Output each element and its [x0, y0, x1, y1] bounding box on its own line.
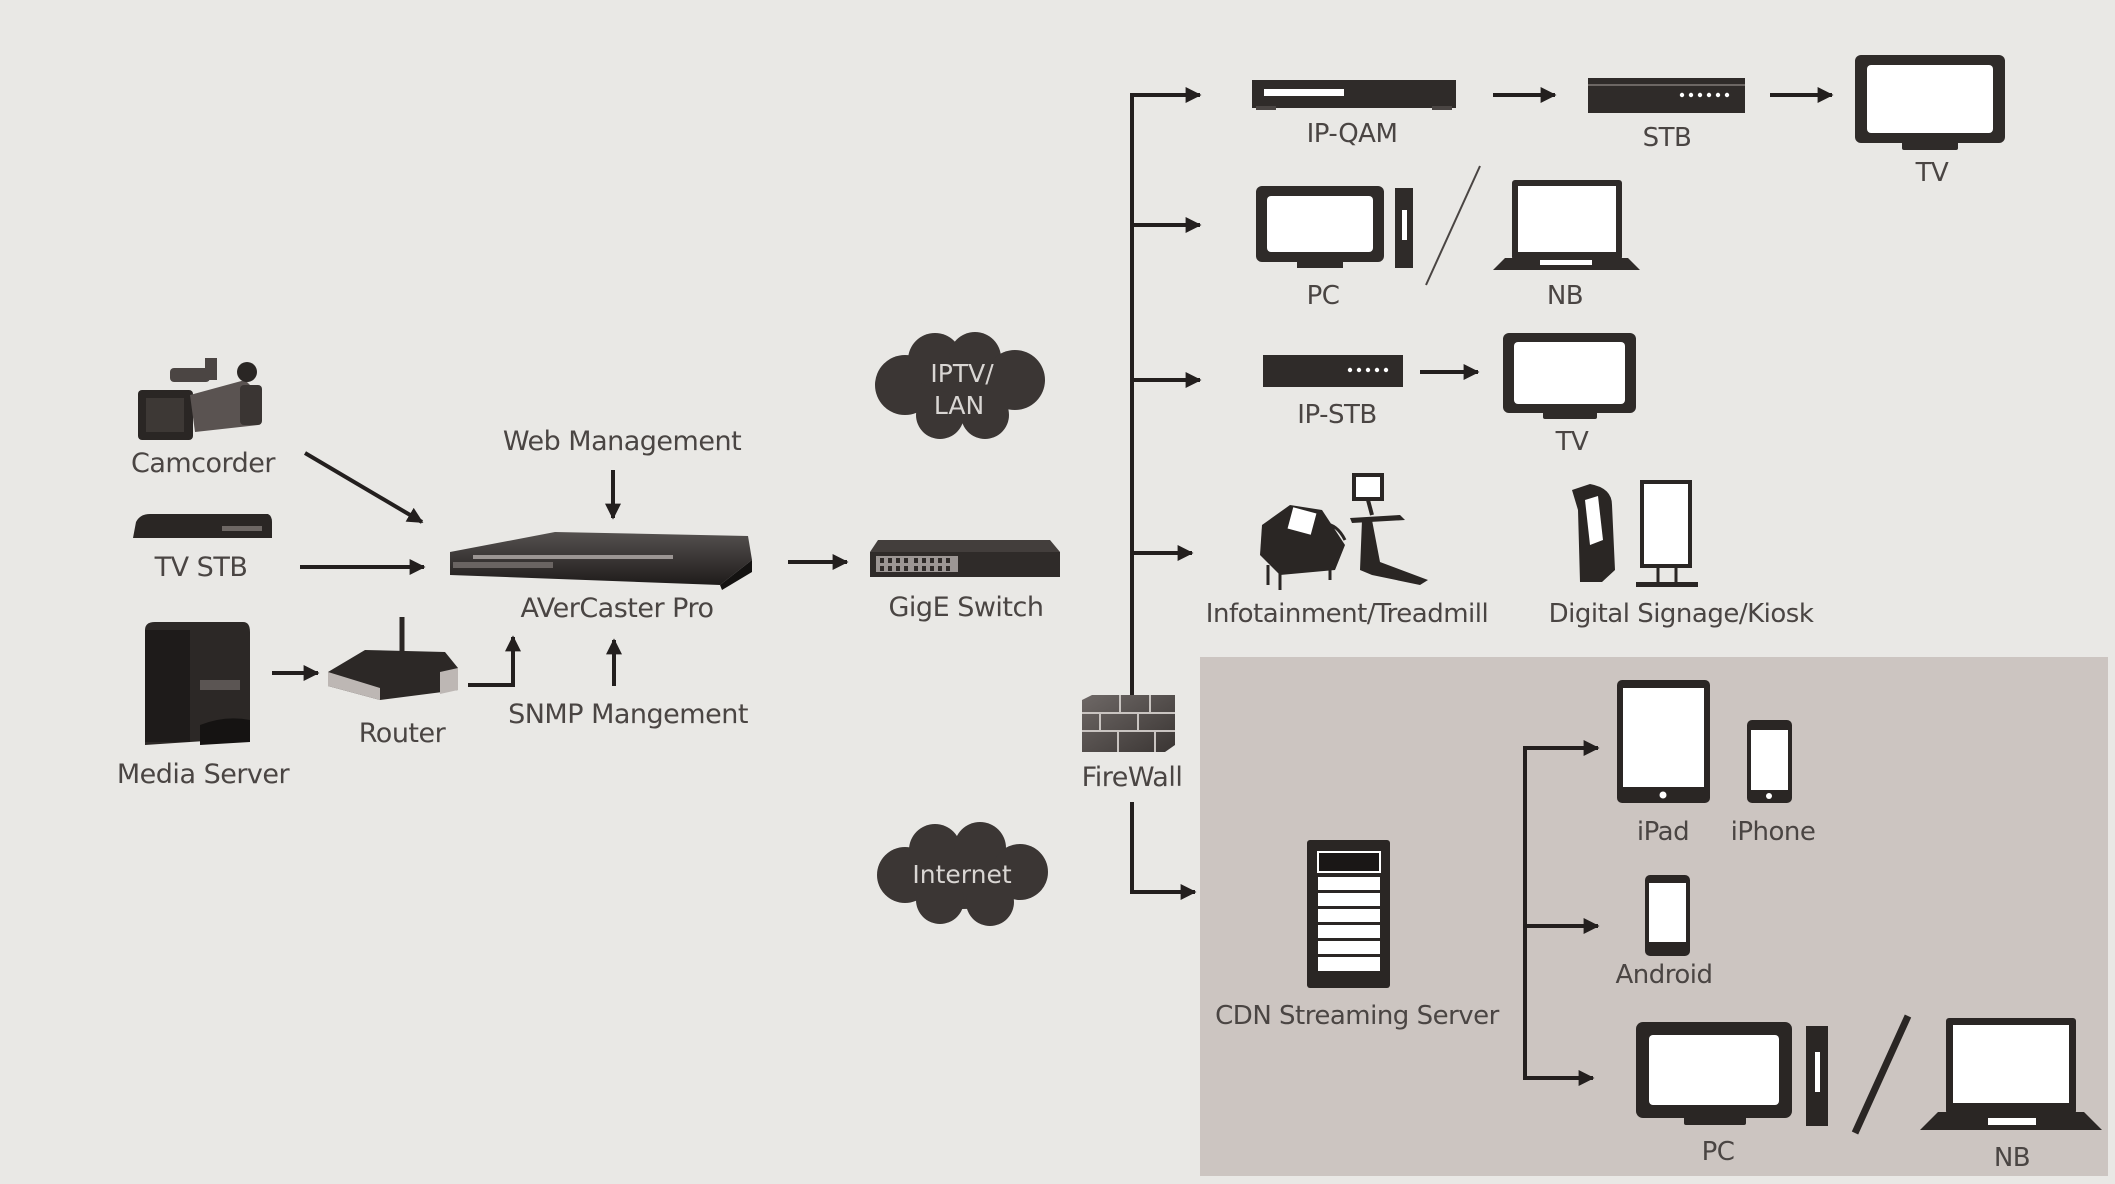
internet-label: Internet: [912, 860, 1011, 889]
stb-label: STB: [1643, 123, 1692, 153]
tv-stb: TV STB: [133, 514, 272, 583]
tv-icon: [1503, 333, 1636, 419]
tv-row1: TV: [1855, 55, 2005, 188]
tv-label: TV: [1915, 158, 1949, 188]
firewall-icon: [1082, 695, 1175, 752]
ip-stb: IP-STB: [1263, 355, 1403, 430]
avercaster-pro: AVerCaster Pro: [450, 532, 752, 624]
cloud-icon: [877, 822, 1048, 926]
pc-label: PC: [1307, 281, 1340, 311]
server-rack-icon: [1307, 840, 1390, 988]
hospital-bed-icon: [1260, 505, 1347, 590]
cloud-lan-label: LAN: [934, 391, 984, 420]
infotainment-treadmill: Infotainment/Treadmill: [1206, 473, 1489, 629]
avercaster-label: AVerCaster Pro: [520, 593, 713, 624]
pc-cdn: PC: [1636, 1022, 1828, 1167]
camcorder-icon: [138, 358, 262, 440]
network-switch-icon: [870, 540, 1060, 577]
media-server: Media Server: [117, 622, 291, 790]
gige-switch-label: GigE Switch: [889, 592, 1044, 623]
firewall-label: FireWall: [1082, 762, 1183, 793]
tv-label: TV: [1555, 427, 1589, 457]
pc-icon: [1256, 186, 1413, 268]
tv-icon: [1855, 55, 2005, 150]
signage-label: Digital Signage/Kiosk: [1549, 599, 1814, 629]
digital-signage-kiosk: Digital Signage/Kiosk: [1549, 480, 1814, 629]
cloud-iptv-label: IPTV/: [930, 359, 994, 388]
cdn-server-label: CDN Streaming Server: [1215, 1001, 1500, 1031]
treadmill-icon: [1350, 473, 1428, 585]
android: Android: [1615, 875, 1713, 990]
rack-encoder-icon: [450, 532, 752, 590]
cdn-streaming-server: CDN Streaming Server: [1215, 840, 1500, 1031]
router: Router: [328, 617, 458, 749]
separator-slash: [1851, 1014, 1912, 1135]
pc-label: PC: [1702, 1137, 1735, 1167]
firewall: FireWall: [1082, 695, 1183, 793]
tv-row3: TV: [1503, 333, 1636, 457]
iphone-label: iPhone: [1731, 817, 1816, 847]
nb-row2: NB: [1493, 180, 1640, 311]
cloud-icon: [875, 332, 1045, 439]
internet-cloud: Internet: [877, 822, 1048, 926]
media-server-icon: [145, 622, 250, 745]
nb-label: NB: [1994, 1143, 2030, 1173]
web-management-label: Web Management: [503, 426, 741, 457]
set-top-box-icon: [133, 514, 272, 538]
ip-qam-label: IP-QAM: [1307, 119, 1398, 149]
separator-slash: [1425, 165, 1481, 286]
camcorder-label: Camcorder: [131, 448, 276, 479]
arrow-router-to-encoder: [468, 635, 521, 687]
nb-label: NB: [1547, 281, 1583, 311]
android-phone-icon: [1645, 875, 1690, 956]
laptop-icon: [1920, 1018, 2102, 1130]
tablet-icon: [1617, 680, 1710, 803]
kiosk-icon: [1572, 484, 1615, 582]
set-top-box-icon: [1588, 78, 1745, 113]
pc-icon: [1636, 1022, 1828, 1126]
media-server-label: Media Server: [117, 759, 291, 790]
arrow-camcorder-to-encoder: [303, 451, 424, 524]
stb: STB: [1588, 78, 1745, 153]
internet-trunk-line: [1130, 802, 1197, 900]
laptop-icon: [1493, 180, 1640, 270]
infotainment-label: Infotainment/Treadmill: [1206, 599, 1488, 629]
signage-stand-icon: [1636, 480, 1698, 587]
android-label: Android: [1615, 960, 1712, 990]
set-top-box-icon: [1263, 355, 1403, 387]
ip-qam-icon: [1252, 80, 1456, 110]
gige-switch: GigE Switch: [870, 540, 1060, 623]
iphone: iPhone: [1731, 720, 1816, 847]
nb-cdn: NB: [1920, 1018, 2102, 1173]
snmp-management-label: SNMP Mangement: [508, 699, 748, 730]
smartphone-icon: [1747, 720, 1792, 803]
ip-qam: IP-QAM: [1252, 80, 1456, 149]
tv-stb-label: TV STB: [154, 552, 248, 583]
ipad-label: iPad: [1637, 817, 1689, 847]
ip-stb-label: IP-STB: [1297, 400, 1376, 430]
iptv-lan-cloud: IPTV/ LAN: [875, 332, 1045, 439]
router-label: Router: [359, 718, 447, 749]
router-icon: [328, 617, 458, 700]
camcorder: Camcorder: [131, 358, 277, 479]
pc-row2: PC: [1256, 186, 1413, 311]
ipad: iPad: [1617, 680, 1710, 847]
